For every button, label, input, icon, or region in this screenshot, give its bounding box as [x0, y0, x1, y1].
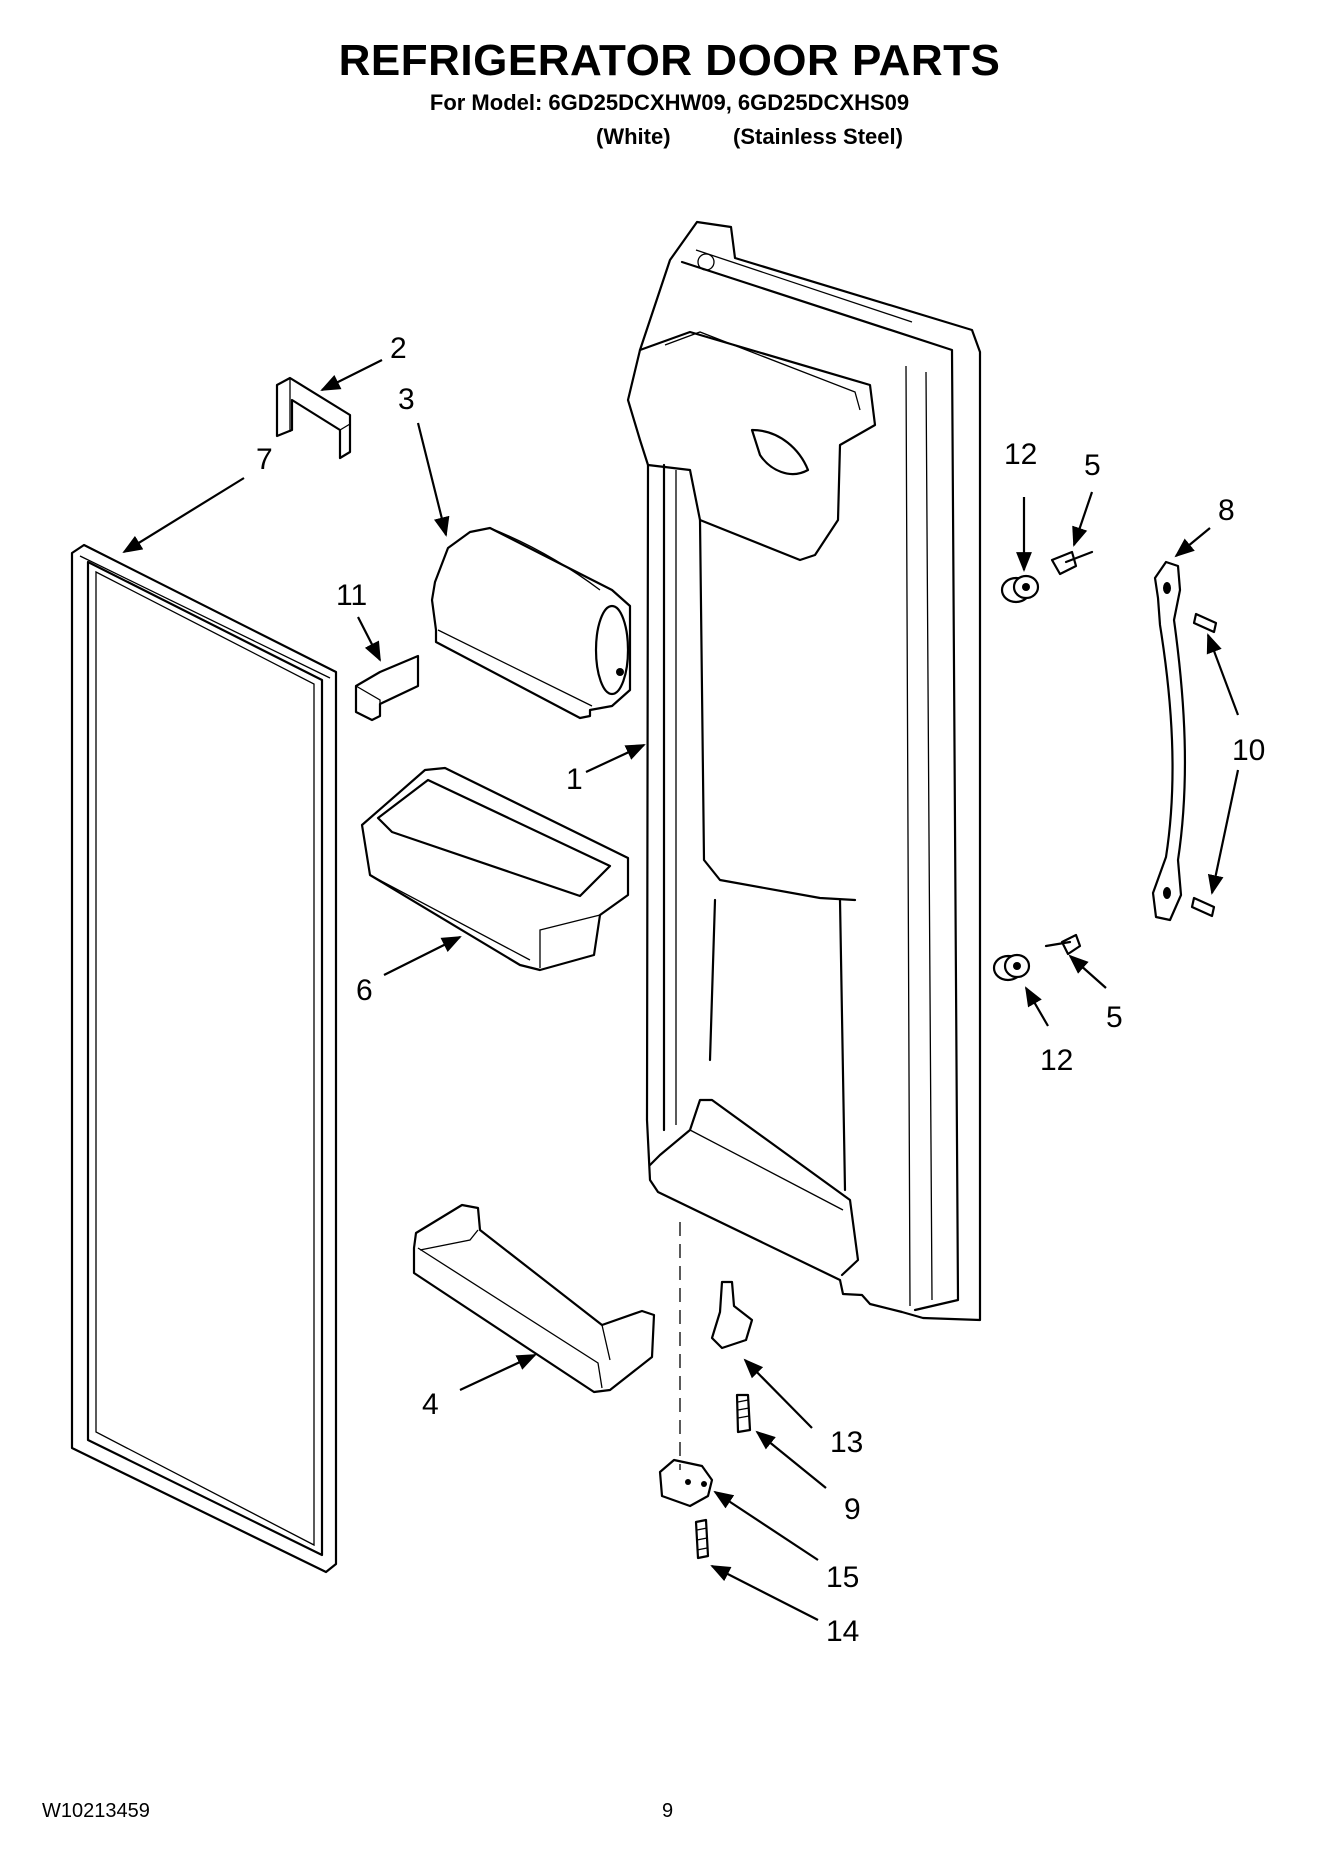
- screw-part: [1044, 550, 1094, 956]
- door-liner-part: [626, 220, 982, 1322]
- callout-2: 2: [390, 332, 407, 365]
- leader-5a: [1072, 491, 1094, 547]
- leader-8: [1174, 527, 1211, 558]
- leader-7: [122, 477, 245, 554]
- leader-15: [713, 1490, 819, 1561]
- door-shelf-rail-part: [412, 1203, 656, 1394]
- bracket-part: [275, 376, 352, 460]
- hinge-bracket-part: [658, 1458, 714, 1508]
- callout-9: 9: [844, 1493, 861, 1526]
- crisper-bin-part: [430, 526, 632, 720]
- leader-12b: [1025, 986, 1049, 1027]
- callout-11: 11: [336, 579, 367, 612]
- leader-13: [743, 1358, 813, 1429]
- callout-13: 13: [830, 1426, 863, 1459]
- variant-stainless-label: (Stainless Steel): [733, 124, 903, 149]
- leader-2: [320, 359, 383, 391]
- leader-10b: [1207, 769, 1240, 895]
- hinge-screw-part: [735, 1393, 752, 1434]
- callout-15: 15: [826, 1561, 859, 1594]
- clip-part: [354, 654, 420, 722]
- callout-10: 10: [1232, 734, 1265, 767]
- callout-1: 1: [566, 763, 583, 796]
- callout-3: 3: [398, 383, 415, 416]
- callout-6: 6: [356, 974, 373, 1007]
- set-screw-part: [1190, 612, 1218, 918]
- callout-4: 4: [422, 1388, 439, 1421]
- callout-14: 14: [826, 1615, 859, 1648]
- page-title: REFRIGERATOR DOOR PARTS: [338, 36, 1001, 85]
- leader-4: [459, 1354, 537, 1391]
- door-bin-part: [360, 766, 630, 972]
- variant-white-label: (White): [596, 124, 671, 149]
- leader-3: [416, 422, 450, 537]
- leader-5b: [1068, 954, 1107, 989]
- leader-10a: [1206, 633, 1240, 716]
- callout-5b: 5: [1106, 1001, 1123, 1034]
- callout-7: 7: [256, 443, 273, 476]
- door-gasket-part: [70, 543, 338, 1574]
- callout-5a: 5: [1084, 449, 1101, 482]
- leader-1: [585, 744, 646, 773]
- page-number: 9: [662, 1800, 674, 1822]
- callout-12b: 12: [1040, 1044, 1073, 1077]
- hinge-pin-part: [710, 1280, 754, 1350]
- callout-12a: 12: [1004, 438, 1037, 471]
- door-handle-part: [1151, 560, 1187, 922]
- leader-6: [383, 936, 462, 976]
- model-subtitle: For Model: 6GD25DCXHW09, 6GD25DCXHS09: [429, 90, 910, 115]
- leader-14: [710, 1565, 819, 1621]
- leader-11: [357, 616, 381, 662]
- document-number: W10213459: [42, 1800, 150, 1822]
- bracket-screw-part: [694, 1518, 710, 1560]
- callout-8: 8: [1218, 494, 1235, 527]
- spacer-part: [992, 574, 1040, 982]
- leader-9: [755, 1430, 827, 1489]
